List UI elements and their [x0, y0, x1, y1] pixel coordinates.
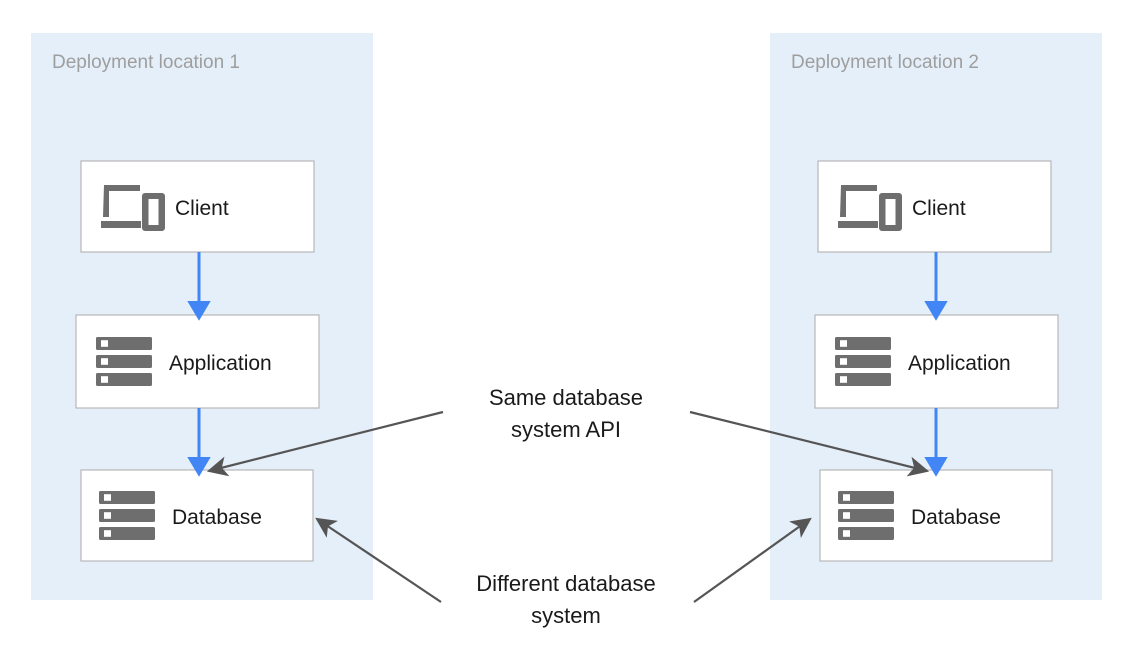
node-client-1[interactable]: Client	[80, 160, 315, 253]
flow-arrows	[187, 252, 948, 477]
node-client-2[interactable]: Client	[817, 160, 1052, 253]
node-database-1[interactable]: Database	[80, 469, 314, 562]
node-client-1-label: Client	[175, 197, 229, 220]
leader-same-api-right	[689, 410, 930, 477]
leader-different-system-left	[315, 517, 442, 603]
server-icon	[838, 491, 894, 540]
server-icon	[835, 337, 891, 386]
server-icon	[99, 491, 155, 540]
annotation-different-system-line-2: system	[531, 603, 601, 628]
node-database-2-label: Database	[911, 506, 1001, 529]
leader-same-api-left	[206, 410, 444, 477]
node-client-1-box	[80, 160, 315, 253]
node-client-2-box	[817, 160, 1052, 253]
node-application-1[interactable]: Application	[75, 314, 320, 409]
node-application-1-label: Application	[169, 352, 272, 375]
node-client-2-label: Client	[912, 197, 966, 220]
node-application-2[interactable]: Application	[814, 314, 1059, 409]
server-icon	[96, 337, 152, 386]
deployment-zone-1: Deployment location 1 Client Application	[31, 33, 373, 600]
deployment-zone-2: Deployment location 2 Client Application	[770, 33, 1102, 600]
annotation-same-api-line-1: Same database	[489, 385, 643, 410]
annotation-different-system-line-1: Different database	[476, 571, 655, 596]
node-application-2-label: Application	[908, 352, 1011, 375]
annotation-same-api-line-2: system API	[511, 417, 621, 442]
node-database-1-label: Database	[172, 506, 262, 529]
annotation-different-database-system: Different database system	[315, 517, 812, 628]
zone-1-label: Deployment location 1	[52, 52, 240, 73]
node-database-2[interactable]: Database	[819, 469, 1053, 562]
zone-2-label: Deployment location 2	[791, 52, 979, 73]
leader-different-system-right	[693, 517, 812, 603]
annotation-same-database-system-api: Same database system API	[206, 385, 930, 477]
